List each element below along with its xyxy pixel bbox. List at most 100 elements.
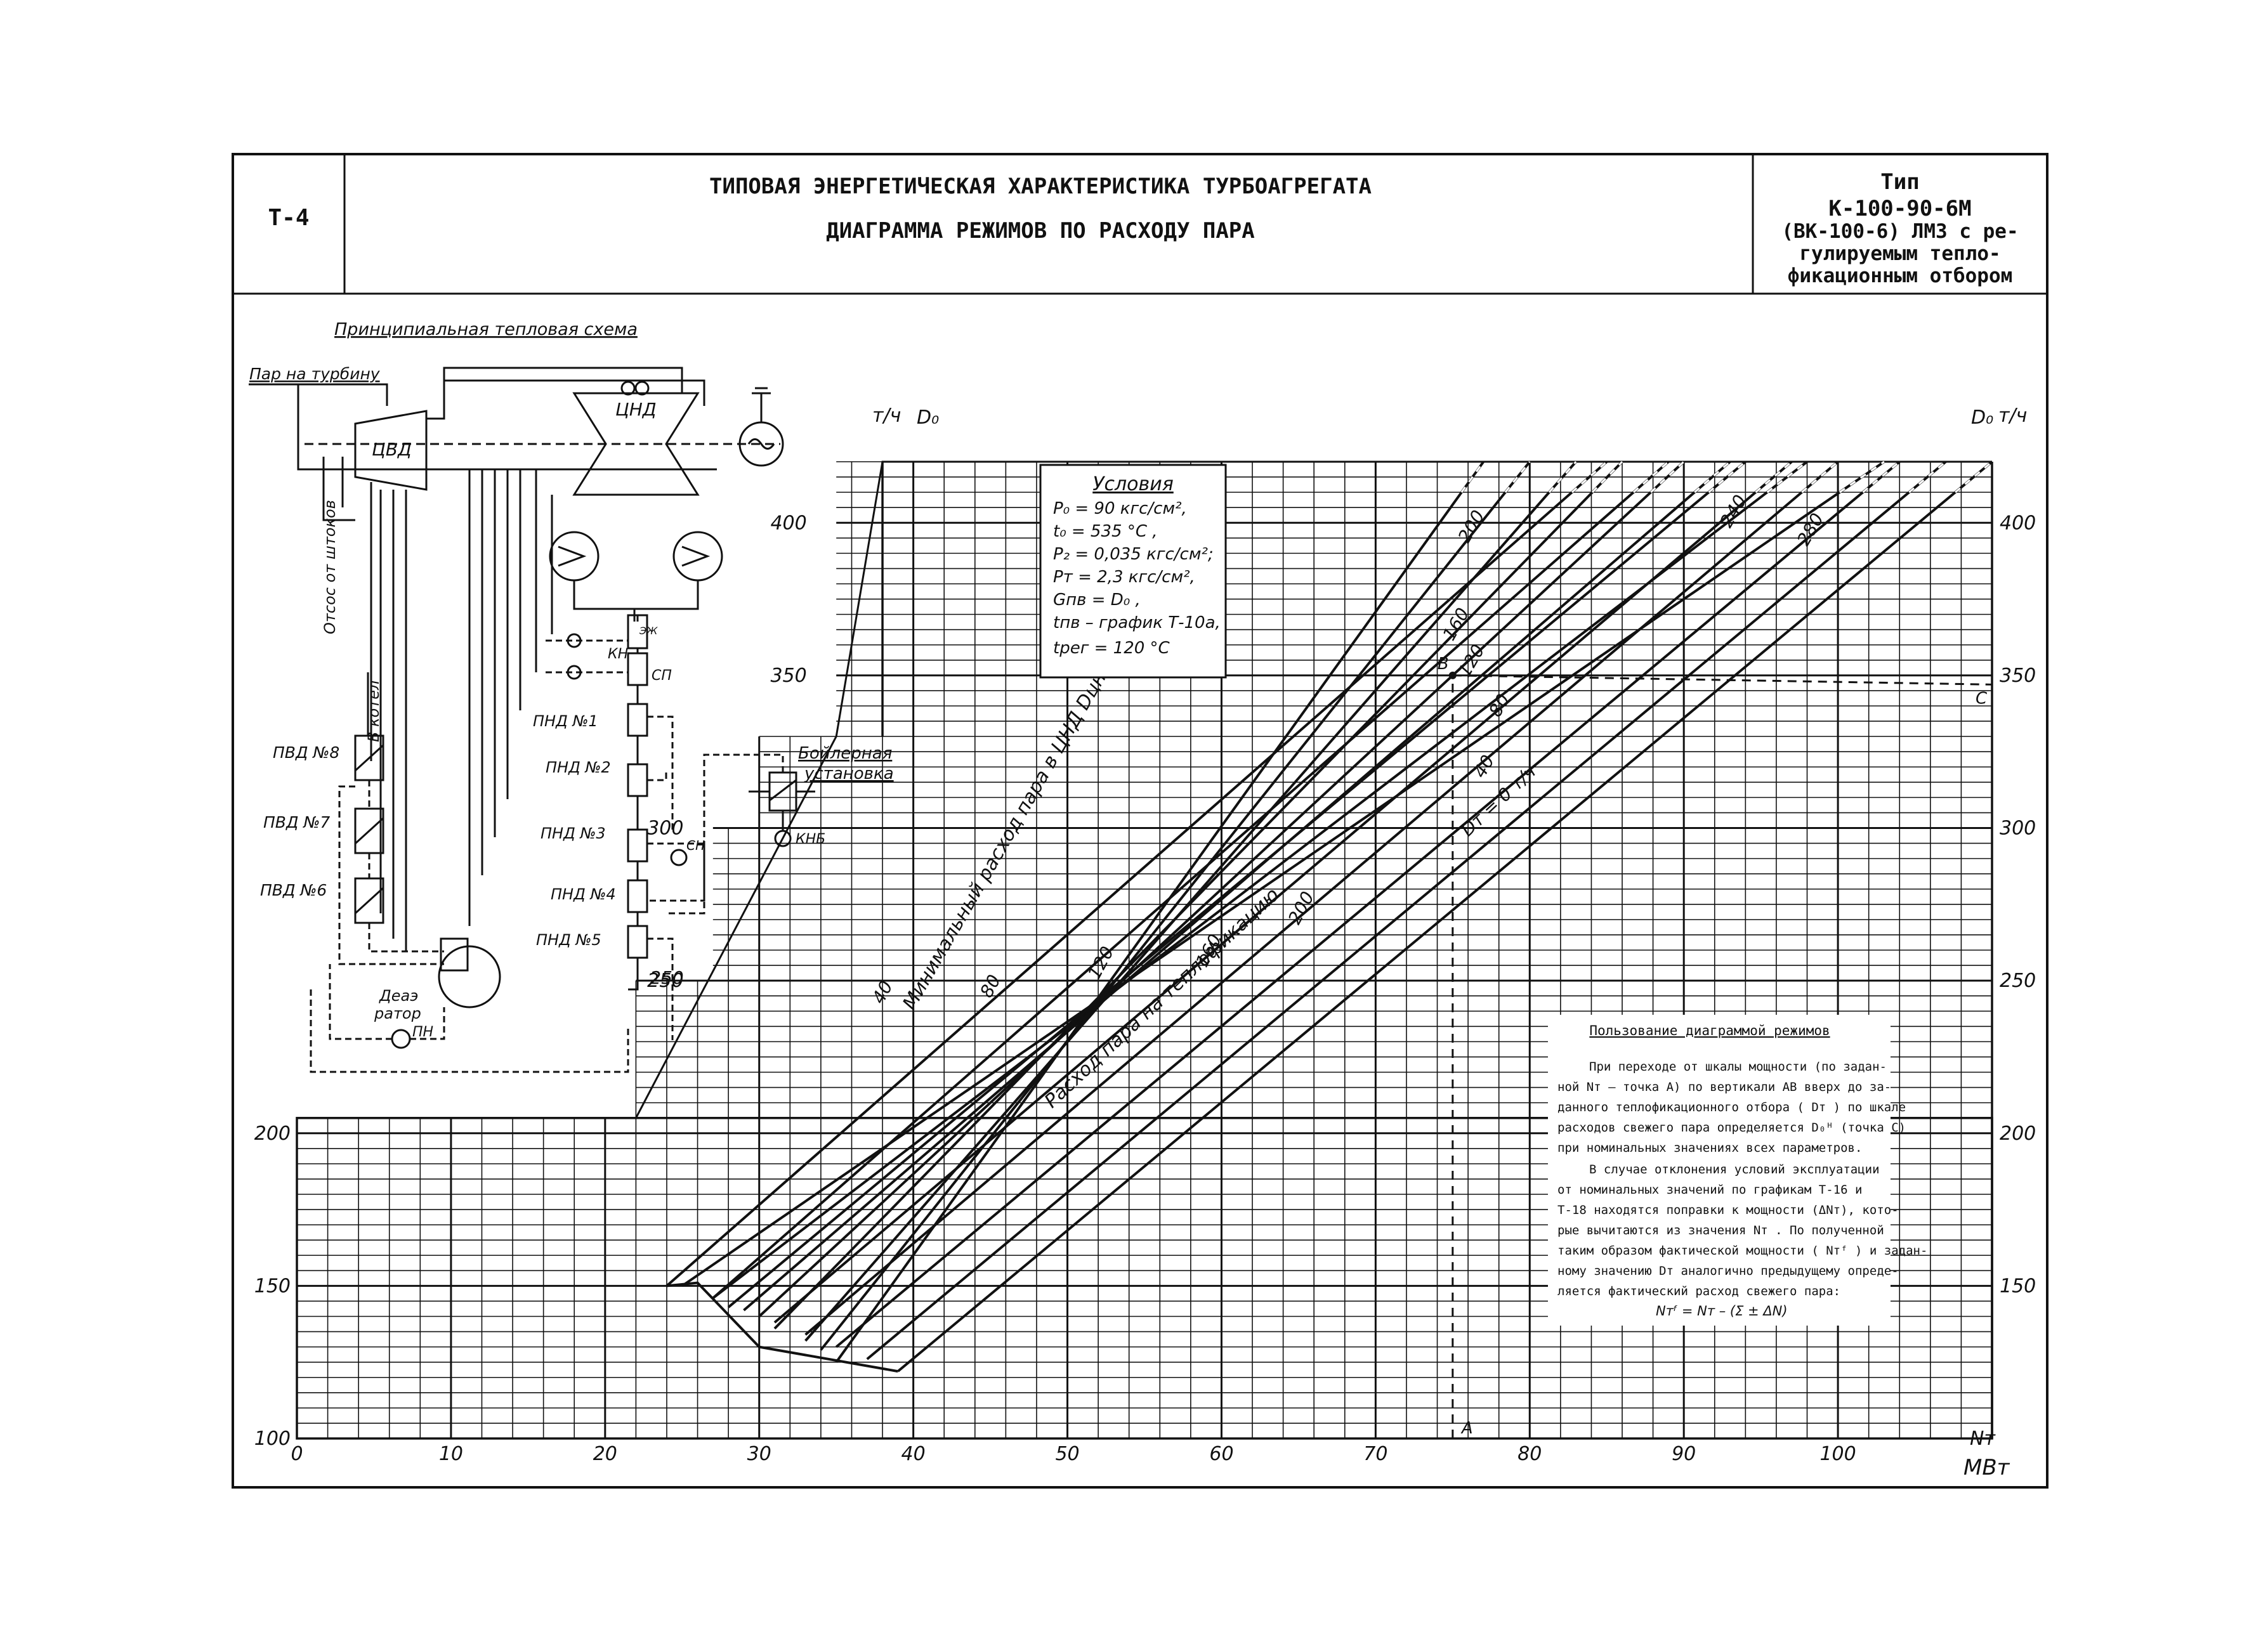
y-tick-label-right: 200	[2000, 1123, 2036, 1145]
kn-label: КН	[608, 646, 628, 662]
lph5-body	[627, 925, 648, 959]
cooler-lines	[546, 639, 628, 674]
y-tick-label-left: 150	[254, 1275, 291, 1297]
crossover-pipe	[426, 367, 705, 420]
deaerator-body	[438, 945, 501, 1008]
heater-pipes	[749, 790, 815, 831]
sp-body	[627, 652, 648, 686]
hph6-label: ПВД №6	[260, 881, 327, 899]
usage-line-10: таким образом фактической мощности ( Nтᶠ…	[1557, 1244, 1927, 1258]
family-hi-label: 80	[976, 971, 1005, 1001]
deaerator-label-2: ратор	[374, 1005, 421, 1022]
lpc-valve-right	[634, 381, 650, 396]
family-lo-line	[743, 460, 1731, 1312]
lpc-valve-left	[620, 381, 636, 396]
y-tick-label-left: 100	[254, 1428, 291, 1450]
y-tick-label-left: 200	[254, 1123, 291, 1145]
hpc-label: ЦВД	[372, 439, 412, 460]
extra-tick-label: 250	[650, 967, 683, 988]
hp-heaters: В котел ПВД №8 ПВД №7 ПВД №6	[260, 672, 444, 965]
usage-line-12: ляется фактический расход свежего пара:	[1557, 1284, 1840, 1298]
usage-line-11: ному значению Dт аналогично предыдущему …	[1557, 1264, 1899, 1278]
family-lo-line-dash	[1571, 460, 1608, 493]
seal-lines	[322, 457, 355, 521]
x-tick-label: 40	[901, 1443, 926, 1465]
hph-drain-left	[338, 785, 444, 965]
title-texts: Т-4 ТИПОВАЯ ЭНЕРГЕТИЧЕСКАЯ ХАРАКТЕРИСТИК…	[268, 169, 2018, 287]
condenser-right-mark	[681, 545, 711, 567]
bottom-return-line	[310, 989, 629, 1073]
condition-line-6: tпв – график Т-10а,	[1053, 613, 1221, 632]
family-hi-label: 200	[1284, 888, 1318, 928]
x-tick-label: 70	[1363, 1443, 1387, 1465]
heating-extraction-line	[666, 753, 784, 915]
x-tick-label: 20	[593, 1443, 617, 1465]
family-lo-line	[866, 460, 1947, 1360]
usage-note-frame	[1548, 1015, 1891, 1326]
family-hi-line-dash	[1708, 460, 1747, 493]
y-tick-label-left: 250	[647, 970, 683, 992]
lph4-label: ПНД №4	[551, 885, 616, 903]
x-tick-label: 30	[747, 1443, 771, 1465]
boiler-installation: Бойлерная установка КНБ	[666, 744, 894, 915]
condensers	[549, 531, 723, 622]
lpc-body	[572, 392, 700, 496]
hpc-turbine: ЦВД	[354, 410, 428, 491]
x-label: Nт	[1970, 1428, 1996, 1450]
lph5-label: ПНД №5	[536, 931, 601, 949]
sheet-code: Т-4	[268, 205, 309, 231]
x-tick-label: 50	[1055, 1443, 1079, 1465]
family-lo-line-dash	[1632, 460, 1669, 493]
x-tick-label: 90	[1672, 1443, 1696, 1465]
type-line-3: (ВК-100-6) ЛМЗ с ре-	[1781, 220, 2018, 243]
lph1-body	[627, 703, 648, 737]
hph7-label: ПВД №7	[263, 813, 330, 832]
hph8-coil	[354, 744, 384, 772]
lph1-label: ПНД №1	[533, 712, 598, 730]
y-tick-label-right: 350	[2000, 665, 2036, 687]
condition-line-3: P₂ = 0,035 кгс/см²;	[1053, 545, 1214, 564]
lph2-label: ПНД №2	[546, 759, 611, 776]
family-lo-line-dash	[1908, 460, 1947, 493]
family-lo-line-dash	[1694, 460, 1731, 493]
deaerator-group: Деаэ ратор ПН	[310, 937, 629, 1073]
hph6-coil	[354, 887, 384, 915]
y-label-left: D₀	[917, 407, 939, 429]
usage-line-4: расходов свежего пара определяется D₀ᴴ (…	[1557, 1121, 1906, 1135]
family-lo-line-dash	[1862, 460, 1901, 493]
y-unit-left: т/ч	[872, 405, 901, 427]
family-lo-line	[712, 460, 1670, 1300]
y-tick-label-right: 300	[2000, 818, 2036, 840]
sn-label: СН	[686, 838, 705, 853]
lph3-body	[627, 828, 648, 863]
x-tick-label: 80	[1517, 1443, 1542, 1465]
example-horizontal-BC	[1452, 674, 1993, 686]
example-construction: АВС	[1438, 655, 1993, 1438]
condition-line-1: P₀ = 90 кгс/см²,	[1053, 499, 1187, 518]
hph8-label: ПВД №8	[273, 743, 339, 762]
boiler-label-2: установка	[804, 764, 894, 783]
usage-line-6: В случае отклонения условий эксплуатации	[1589, 1163, 1880, 1177]
y-tick-label-right: 400	[2000, 512, 2036, 534]
lph4-body	[627, 879, 648, 913]
condenser-left	[549, 531, 600, 582]
family-hi-line	[835, 460, 1485, 1363]
seal-steam-label: Отсос от штоков	[321, 500, 339, 634]
lp-heaters: КН ЭЖ СП ПНД №1 ПНД №2 ПНД №3 ПНД №4 ПНД…	[533, 614, 705, 1040]
family-lo-label: 40	[1469, 752, 1498, 781]
condition-line-5: Gпв = D₀ ,	[1053, 590, 1141, 610]
heating-flow-caption: Расход пара на теплофикацию	[1040, 884, 1284, 1112]
lpc-turbine: ЦНД	[572, 381, 700, 496]
usage-formula: Nтᶠ = Nт – (Σ ± ΔN)	[1656, 1303, 1788, 1319]
hph-drain	[368, 780, 444, 953]
example-point-label: В	[1438, 655, 1449, 674]
usage-line-1: При переходе от шкалы мощности (по задан…	[1589, 1060, 1887, 1074]
condition-line-4: Pт = 2,3 кгс/см²,	[1053, 568, 1195, 587]
type-line-5: фикационным отбором	[1788, 264, 2013, 287]
family-hi-line	[758, 460, 1685, 1317]
lph3-label: ПНД №3	[541, 825, 606, 842]
family-hi-line	[820, 460, 1531, 1351]
heater-body	[768, 771, 797, 812]
family-hi-line	[773, 460, 1623, 1330]
boiler-label-1: Бойлерная	[798, 744, 892, 763]
